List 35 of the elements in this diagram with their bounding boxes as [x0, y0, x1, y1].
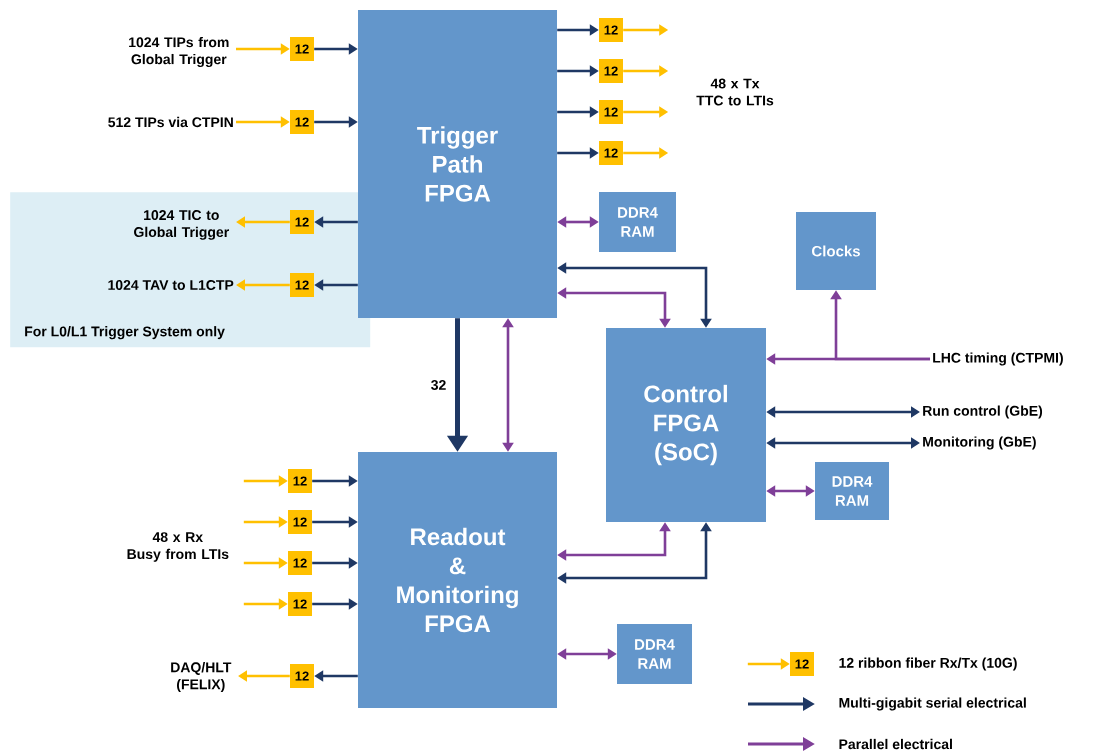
count-badge: 12 [790, 652, 814, 676]
count-badge: 12 [290, 273, 314, 297]
count-badge: 12 [290, 37, 314, 61]
count-badge: 12 [288, 592, 312, 616]
count-badge: 12 [599, 100, 623, 124]
legend-text: Multi-gigabit serial electrical [839, 697, 1026, 711]
count-badge: 12 [290, 210, 314, 234]
component-box: DDR4 RAM [815, 462, 889, 520]
count-badge: 12 [288, 551, 312, 575]
group-label: 48 x Rx Busy from LTIs [127, 532, 229, 562]
component-box: DDR4 RAM [599, 192, 676, 252]
count-badge: 12 [290, 664, 314, 688]
port-label: DAQ/HLT (FELIX) [171, 662, 232, 693]
legend-text: 12 ribbon fiber Rx/Tx (10G) [839, 657, 1017, 671]
count-badge: 12 [288, 510, 312, 534]
port-label: LHC timing (CTPMI) [933, 352, 1063, 366]
port-label: 1024 TIC to Global Trigger [134, 210, 229, 240]
port-label: Monitoring (GbE) [923, 436, 1036, 450]
legend-text: Parallel electrical [839, 738, 952, 750]
component-box: Clocks [796, 212, 876, 290]
edge-label: 32 [429, 379, 448, 391]
processor-box: Readout & Monitoring FPGA [358, 452, 557, 708]
count-badge: 12 [288, 469, 312, 493]
count-badge: 12 [290, 110, 314, 134]
port-label: 512 TIPs via CTPIN [108, 116, 233, 128]
port-label: 1024 TAV to L1CTP [108, 280, 234, 290]
component-box: DDR4 RAM [617, 624, 692, 684]
count-badge: 12 [599, 141, 623, 165]
processor-box: Trigger Path FPGA [358, 10, 557, 318]
port-label: 1024 TIPs from Global Trigger [129, 36, 229, 68]
group-label: 48 x Tx TTC to LTIs [696, 78, 774, 106]
count-badge: 12 [599, 18, 623, 42]
port-label: Run control (GbE) [923, 405, 1043, 419]
count-badge: 12 [599, 59, 623, 83]
processor-box: Control FPGA (SoC) [606, 328, 766, 522]
